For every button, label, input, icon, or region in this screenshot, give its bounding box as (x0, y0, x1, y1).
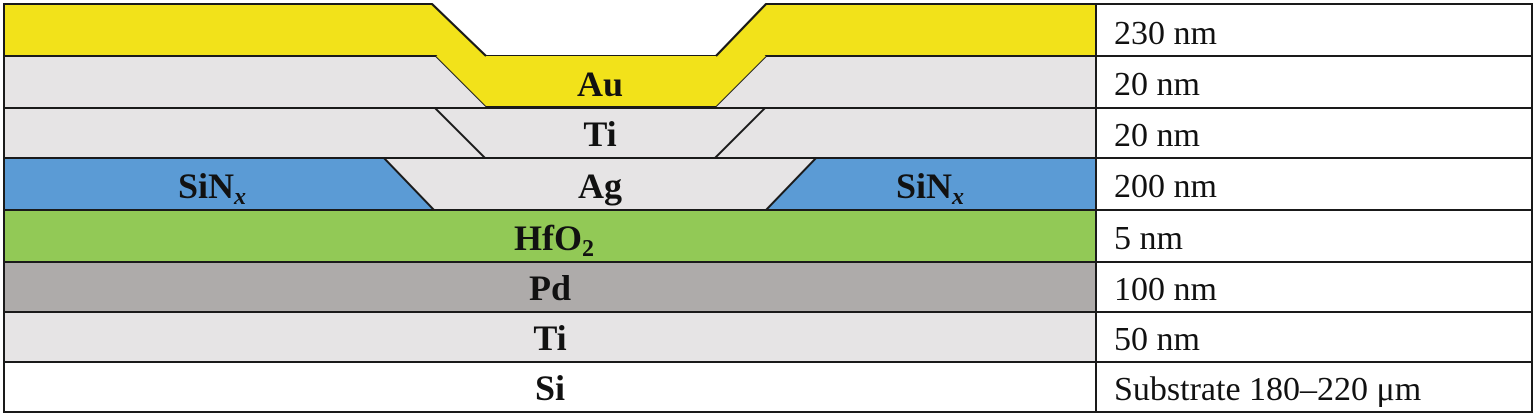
ag-label: Ag (578, 166, 622, 206)
thickness-ti-upper: 20 nm (1114, 117, 1200, 154)
si-label: Si (535, 368, 565, 408)
au-top-gap-right (715, 3, 767, 57)
thickness-au: 230 nm (1114, 15, 1217, 52)
thickness-table (1095, 3, 1533, 413)
ti-bottom-layer (3, 311, 1097, 363)
au-top-gap-left (431, 3, 487, 57)
ti-upper-band (3, 107, 1097, 159)
pd-layer (3, 261, 1097, 313)
au-label: Au (577, 64, 623, 104)
thickness-hfo2: 5 nm (1114, 220, 1183, 257)
au-dip (436, 56, 1096, 106)
pd-label: Pd (529, 268, 571, 308)
si-substrate (3, 361, 1097, 413)
ti-bottom-label: Ti (533, 318, 566, 358)
hfo2-label: HfO2 (514, 218, 594, 262)
ti-interface-line (4, 107, 1096, 159)
sinx-right-label: SiNx (896, 166, 964, 210)
thickness-ti-bottom: 50 nm (1114, 321, 1200, 358)
thickness-ag: 200 nm (1114, 168, 1217, 205)
thickness-ti-top: 20 nm (1114, 66, 1200, 103)
thickness-si: Substrate 180–220 μm (1114, 371, 1421, 408)
ti-top-label: Ti (583, 114, 616, 154)
thickness-pd: 100 nm (1114, 271, 1217, 308)
sinx-left-label: SiNx (178, 166, 246, 210)
